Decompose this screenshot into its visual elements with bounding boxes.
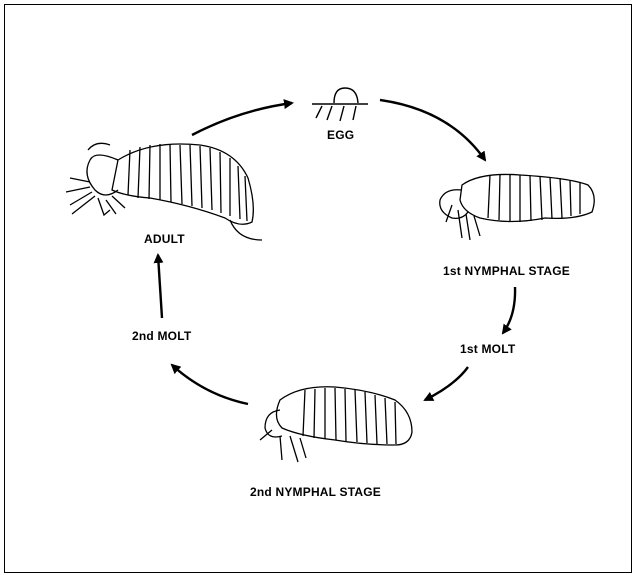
arrow-first-molt-to-second-nymph xyxy=(425,367,468,400)
arrow-egg-to-first-nymph xyxy=(380,100,485,160)
stage-label-first-nymph: 1st NYMPHAL STAGE xyxy=(443,264,570,278)
stage-label-adult: ADULT xyxy=(144,232,185,246)
arrow-second-nymph-to-second-molt xyxy=(172,365,248,404)
stage-label-second-nymph: 2nd NYMPHAL STAGE xyxy=(250,485,381,499)
stage-label-first-molt: 1st MOLT xyxy=(460,342,515,356)
egg-illustration xyxy=(312,88,368,121)
first-nymph-illustration xyxy=(440,174,595,240)
stage-label-second-molt: 2nd MOLT xyxy=(132,329,191,343)
arrow-first-nymph-to-first-molt xyxy=(503,287,515,333)
second-nymph-illustration xyxy=(260,387,412,462)
arrow-second-molt-to-adult xyxy=(158,255,162,318)
adult-illustration xyxy=(66,143,262,240)
stage-label-egg: EGG xyxy=(327,128,354,142)
arrow-adult-to-egg xyxy=(192,103,292,135)
